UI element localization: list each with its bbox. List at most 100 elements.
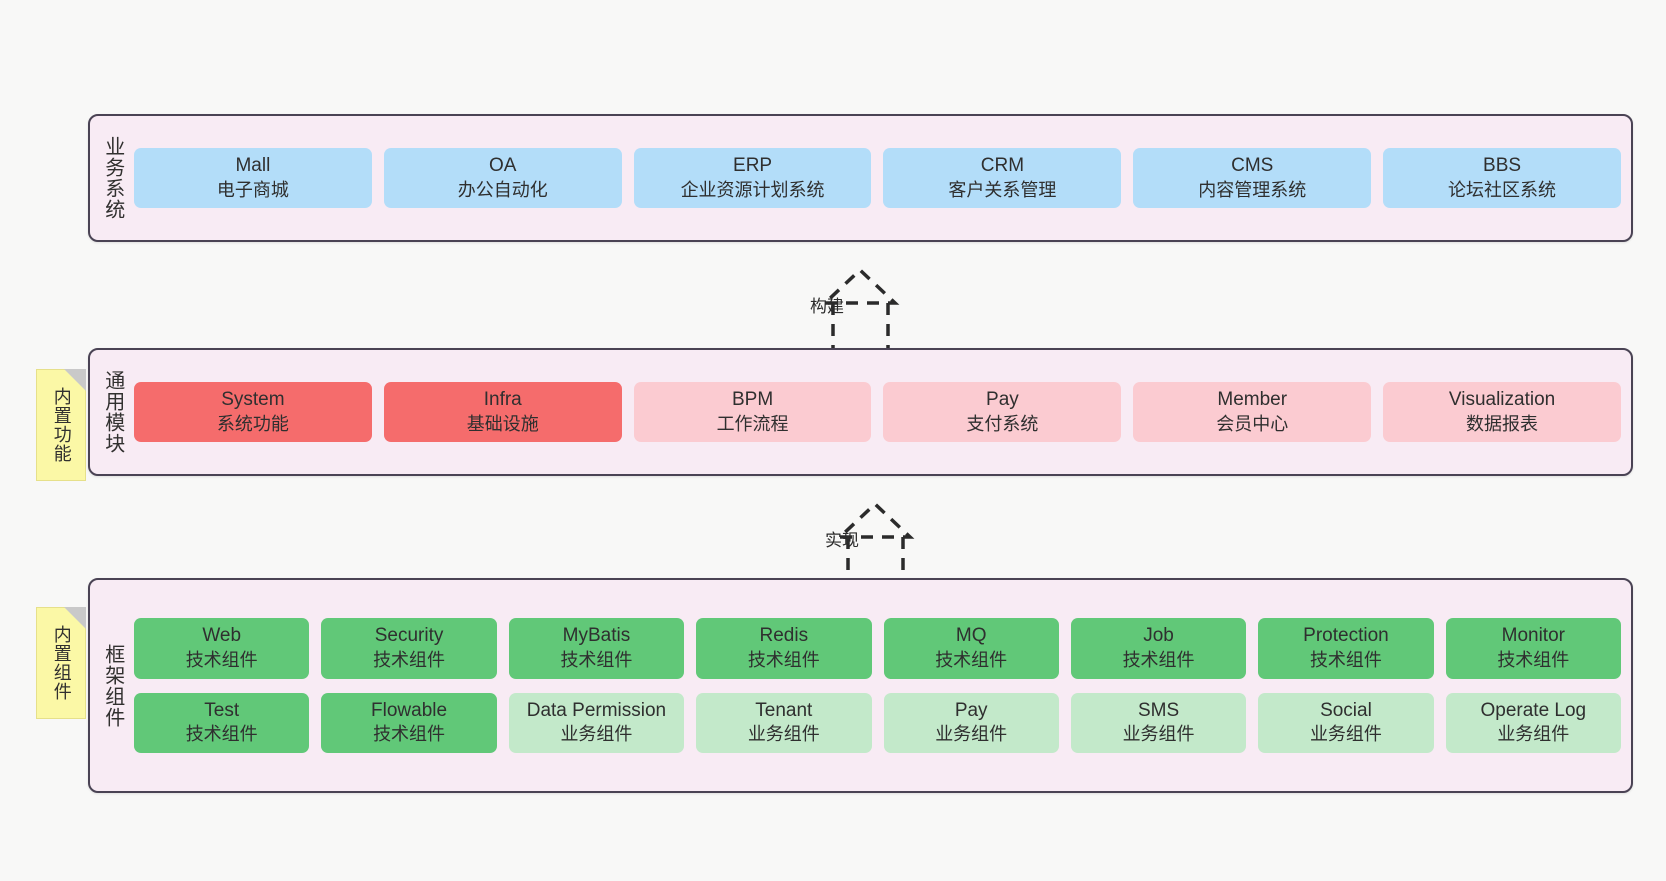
card-title: Member	[1217, 388, 1288, 410]
card-mybatis[interactable]: MyBatis 技术组件	[508, 618, 685, 679]
connector-implement: 实现	[770, 492, 950, 584]
card-subtitle: 业务组件	[560, 724, 633, 745]
card-bpm[interactable]: BPM 工作流程	[633, 381, 872, 443]
card-subtitle: 系统功能	[216, 413, 289, 434]
layer-framework-component[interactable]: 框架组件 Web 技术组件 Security 技术组件 MyBatis 技术组件…	[88, 578, 1633, 793]
card-subtitle: 技术组件	[185, 650, 258, 671]
card-subtitle: 技术组件	[747, 650, 820, 671]
note-builtin-function-label: 内置功能	[51, 387, 72, 463]
card-bbs[interactable]: BBS 论坛社区系统	[1383, 147, 1621, 209]
card-subtitle: 技术组件	[373, 724, 446, 745]
card-subtitle: 技术组件	[560, 650, 633, 671]
card-title: Infra	[483, 388, 522, 410]
card-title: Protection	[1303, 625, 1389, 647]
card-subtitle: 技术组件	[373, 650, 446, 671]
card-subtitle: 内容管理系统	[1198, 179, 1307, 200]
card-subtitle: 业务组件	[935, 724, 1008, 745]
card-title: SMS	[1137, 699, 1180, 721]
card-subtitle: 电子商城	[216, 179, 289, 200]
card-pay-module[interactable]: Pay 支付系统	[883, 381, 1122, 443]
card-job[interactable]: Job 技术组件	[1070, 618, 1247, 679]
card-row-business: Mall 电子商城 OA 办公自动化 ERP 企业资源计划系统 CRM 客户关系…	[134, 147, 1621, 209]
card-member[interactable]: Member 会员中心	[1133, 381, 1372, 443]
card-oa[interactable]: OA 办公自动化	[383, 147, 622, 209]
layer-business-system[interactable]: 业务系统 Mall 电子商城 OA 办公自动化 ERP 企业资源计划系统 CRM…	[88, 114, 1633, 242]
layer-title-framework-component: 框架组件	[101, 643, 124, 728]
connector-implement-label: 实现	[825, 531, 859, 550]
card-operate-log[interactable]: Operate Log 业务组件	[1445, 692, 1621, 753]
card-cms[interactable]: CMS 内容管理系统	[1133, 147, 1372, 209]
card-visualization[interactable]: Visualization 数据报表	[1383, 381, 1621, 443]
card-subtitle: 工作流程	[716, 413, 789, 434]
card-crm[interactable]: CRM 客户关系管理	[883, 147, 1122, 209]
card-erp[interactable]: ERP 企业资源计划系统	[633, 147, 872, 209]
card-subtitle: 业务组件	[747, 724, 820, 745]
card-title: BBS	[1483, 154, 1522, 176]
card-title: System	[221, 388, 285, 410]
card-mall[interactable]: Mall 电子商城	[134, 147, 372, 209]
card-subtitle: 会员中心	[1216, 413, 1289, 434]
card-web[interactable]: Web 技术组件	[134, 618, 310, 679]
card-system[interactable]: System 系统功能	[134, 381, 372, 443]
card-title: Pay	[986, 388, 1019, 410]
card-subtitle: 企业资源计划系统	[680, 179, 825, 200]
note-builtin-component-label: 内置组件	[51, 625, 72, 701]
layer-common-module[interactable]: 通用模块 System 系统功能 Infra 基础设施 BPM 工作流程 Pay…	[88, 348, 1633, 476]
card-sms[interactable]: SMS 业务组件	[1070, 692, 1247, 753]
card-row-framework-business: Test 技术组件 Flowable 技术组件 Data Permission …	[134, 692, 1621, 753]
note-builtin-component[interactable]: 内置组件	[36, 607, 86, 719]
card-subtitle: 技术组件	[1497, 650, 1570, 671]
card-infra[interactable]: Infra 基础设施	[383, 381, 622, 443]
card-subtitle: 业务组件	[1497, 724, 1570, 745]
card-title: Flowable	[371, 699, 448, 721]
card-row-common: System 系统功能 Infra 基础设施 BPM 工作流程 Pay 支付系统…	[134, 381, 1621, 443]
card-redis[interactable]: Redis 技术组件	[696, 618, 872, 679]
card-data-permission[interactable]: Data Permission 业务组件	[508, 692, 685, 753]
card-title: Web	[202, 625, 242, 647]
card-title: Mall	[235, 154, 271, 176]
card-title: Test	[204, 699, 240, 721]
card-title: MQ	[955, 625, 987, 647]
card-title: Operate Log	[1480, 699, 1587, 721]
card-title: Security	[374, 625, 444, 647]
connector-build-arrow	[820, 267, 900, 350]
card-subtitle: 业务组件	[1309, 724, 1382, 745]
card-title: Pay	[954, 699, 988, 721]
card-tenant[interactable]: Tenant 业务组件	[696, 692, 872, 753]
card-title: OA	[489, 154, 517, 176]
card-subtitle: 论坛社区系统	[1448, 179, 1557, 200]
card-subtitle: 技术组件	[185, 724, 258, 745]
card-subtitle: 客户关系管理	[948, 179, 1057, 200]
connector-implement-arrow	[835, 501, 915, 584]
card-monitor[interactable]: Monitor 技术组件	[1445, 618, 1621, 679]
layer-body-business-system: Mall 电子商城 OA 办公自动化 ERP 企业资源计划系统 CRM 客户关系…	[134, 116, 1631, 240]
card-subtitle: 基础设施	[466, 413, 539, 434]
card-title: Social	[1320, 699, 1372, 721]
card-title: ERP	[733, 154, 773, 176]
connector-build: 构建	[755, 258, 935, 350]
card-row-framework-tech: Web 技术组件 Security 技术组件 MyBatis 技术组件 Redi…	[134, 618, 1621, 679]
card-title: Monitor	[1501, 625, 1565, 647]
card-protection[interactable]: Protection 技术组件	[1258, 618, 1434, 679]
card-subtitle: 支付系统	[966, 413, 1039, 434]
card-title: BPM	[731, 388, 774, 410]
card-title: MyBatis	[562, 625, 631, 647]
connector-build-label: 构建	[810, 297, 844, 316]
card-title: Tenant	[755, 699, 813, 721]
card-title: Job	[1143, 625, 1174, 647]
card-flowable[interactable]: Flowable 技术组件	[321, 692, 497, 753]
card-subtitle: 技术组件	[935, 650, 1008, 671]
card-test[interactable]: Test 技术组件	[134, 692, 310, 753]
card-pay-component[interactable]: Pay 业务组件	[883, 692, 1059, 753]
card-subtitle: 技术组件	[1122, 650, 1195, 671]
card-social[interactable]: Social 业务组件	[1258, 692, 1434, 753]
layer-title-business-system: 业务系统	[101, 136, 124, 220]
card-subtitle: 办公自动化	[457, 179, 548, 200]
card-title: Data Permission	[526, 699, 667, 721]
card-subtitle: 数据报表	[1466, 413, 1539, 434]
card-security[interactable]: Security 技术组件	[321, 618, 497, 679]
note-builtin-function[interactable]: 内置功能	[36, 369, 86, 481]
card-mq[interactable]: MQ 技术组件	[883, 618, 1059, 679]
card-title: CMS	[1231, 154, 1274, 176]
layer-body-framework-component: Web 技术组件 Security 技术组件 MyBatis 技术组件 Redi…	[134, 580, 1631, 791]
